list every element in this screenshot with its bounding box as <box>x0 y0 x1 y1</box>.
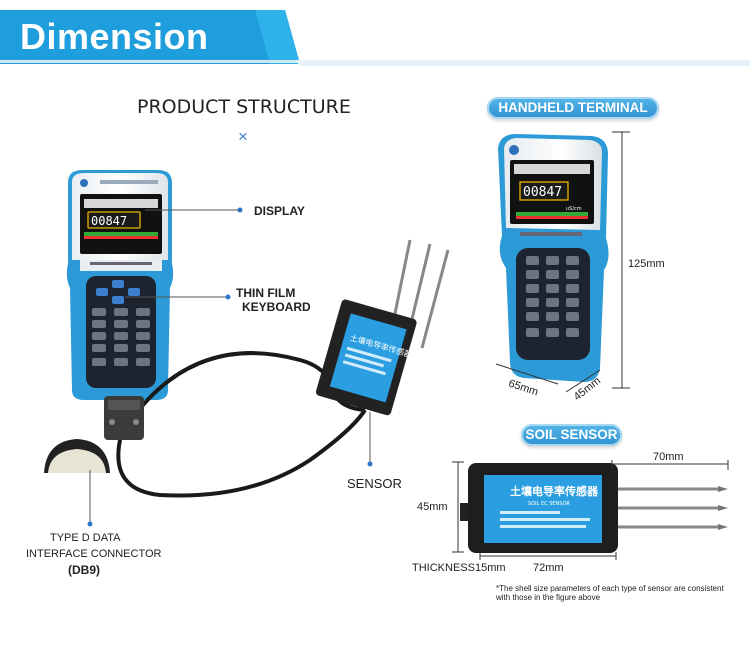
probe-length-label: 70mm <box>653 451 684 463</box>
sensor-callout: SENSOR <box>347 476 402 491</box>
sensor-height-label: 45mm <box>417 501 448 513</box>
soil-sensor-dimension-illustration: 土壤电导率传感器 SOIL EC SENSOR <box>460 463 728 553</box>
soil-sensor-illustration: 土壤电导率传感器 <box>315 239 450 416</box>
svg-text:00847: 00847 <box>523 185 562 200</box>
soil-sensor-pill: SOIL SENSOR <box>521 424 622 446</box>
header-banner <box>0 10 750 66</box>
sensor-length-label: 72mm <box>533 562 564 574</box>
svg-text:SOIL EC SENSOR: SOIL EC SENSOR <box>528 501 570 507</box>
connector-callout-line3: (DB9) <box>68 563 100 577</box>
svg-text:uS/cm: uS/cm <box>566 206 582 212</box>
close-icon[interactable]: × <box>238 127 248 146</box>
handheld-terminal-pill: HANDHELD TERMINAL <box>487 97 659 119</box>
structure-title: PRODUCT STRUCTURE <box>137 96 351 118</box>
handheld-terminal-illustration: 00847 <box>66 170 174 400</box>
keyboard-callout-line1: THIN FILM <box>236 286 296 300</box>
size-note: *The shell size parameters of each type … <box>496 584 724 602</box>
page-title: Dimension <box>20 16 209 57</box>
connector-callout-line2: INTERFACE CONNECTOR <box>26 548 162 560</box>
connector-callout-line1: TYPE D DATA <box>50 532 121 544</box>
svg-text:00847: 00847 <box>91 214 127 228</box>
svg-text:土壤电导率传感器: 土壤电导率传感器 <box>510 484 599 498</box>
terminal-height-label: 125mm <box>628 258 665 270</box>
sensor-thickness-label: THICKNESS15mm <box>412 562 506 574</box>
terminal-3d-illustration: 00847 uS/cm <box>498 134 609 382</box>
db9-connector-thumb <box>44 439 110 473</box>
display-callout: DISPLAY <box>254 204 305 218</box>
keyboard-callout-line2: KEYBOARD <box>242 300 311 314</box>
